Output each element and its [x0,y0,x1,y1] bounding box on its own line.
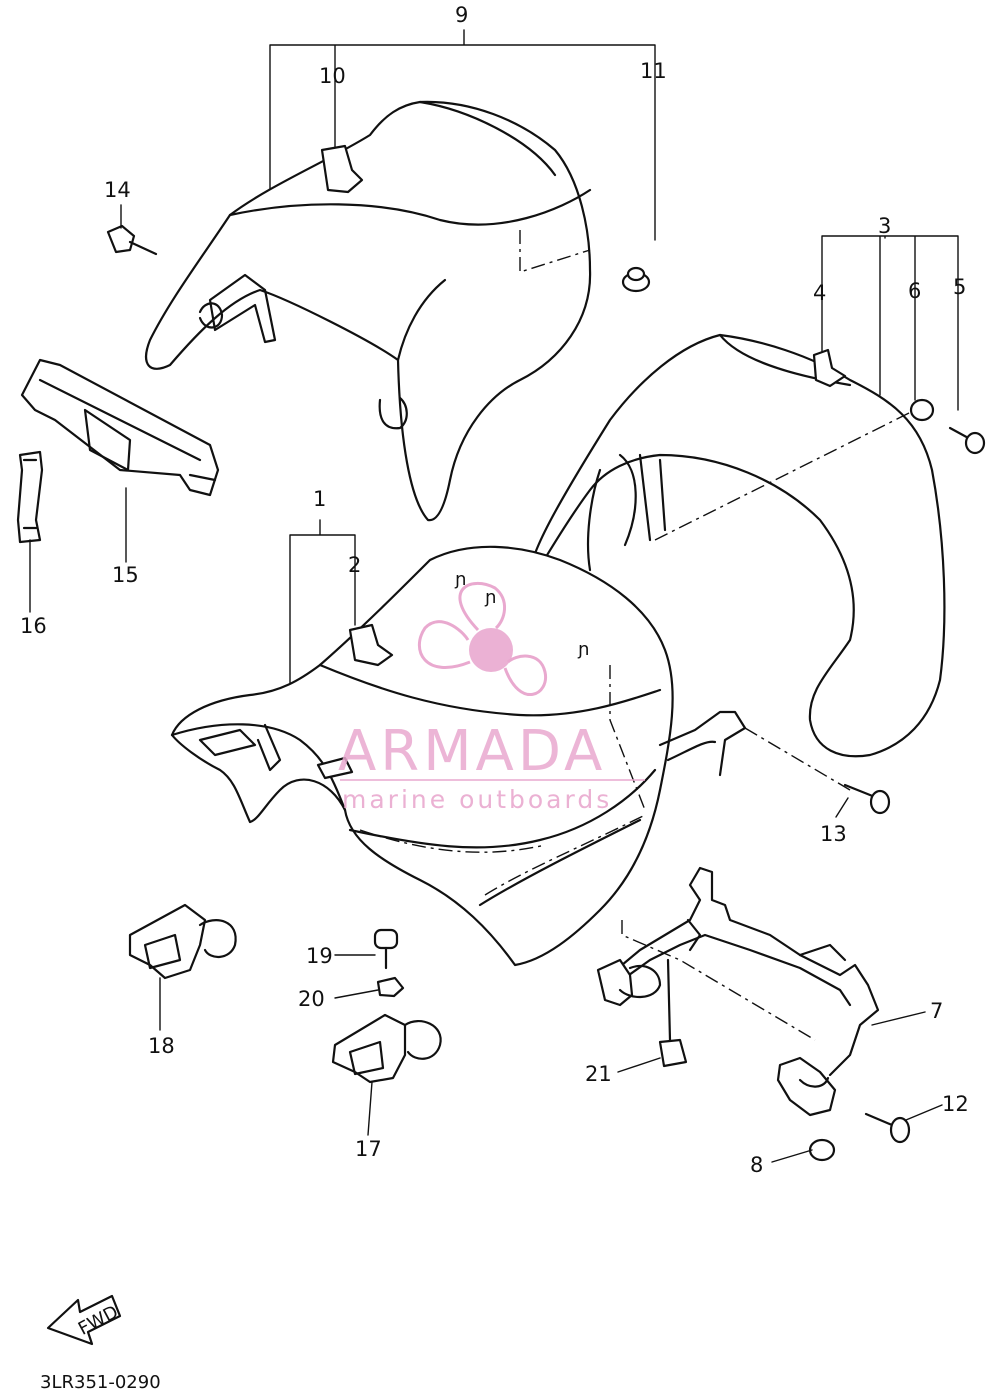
callout-21: 21 [585,1062,612,1086]
watermark-tagline: marine outboards [342,785,612,814]
seat-latch-17 [331,1013,442,1084]
seat-latch-18 [128,903,237,980]
callout-15: 15 [112,563,139,587]
callout-18: 18 [148,1034,175,1058]
callout-1: 1 [313,487,326,511]
callout-brackets [269,29,959,691]
callout-2: 2 [348,553,361,577]
hardware [106,224,986,1162]
watermark-logo: ARMADA marine outboards [338,582,645,814]
callout-3: 3 [878,214,891,238]
callout-9: 9 [455,3,468,27]
callout-7: 7 [930,999,943,1023]
main-seat: ɲ ɲ ɲ [170,545,851,967]
svg-text:ɲ: ɲ [577,639,590,660]
fwd-arrow-icon: FWD [46,1294,122,1346]
diagram-code: 3LR351-0290 [40,1372,161,1392]
rear-seat-cover [144,100,592,522]
callout-11: 11 [640,59,667,83]
leader-lines [29,204,943,1163]
callout-8: 8 [750,1153,763,1177]
callout-19: 19 [306,944,333,968]
svg-text:ɲ: ɲ [454,569,467,590]
callout-labels: 9 10 11 14 3 4 6 5 1 2 15 16 13 19 20 7 … [20,3,969,1177]
seat-frame-bracket [596,866,880,1117]
rubber-strap [16,450,44,544]
seat-plate [20,358,220,497]
callout-13: 13 [820,822,847,846]
callout-20: 20 [298,987,325,1011]
callout-4: 4 [813,281,826,305]
svg-text:ɲ: ɲ [484,587,497,608]
callout-10: 10 [319,64,346,88]
callout-12: 12 [942,1092,969,1116]
callout-5: 5 [953,275,966,299]
callout-17: 17 [355,1137,382,1161]
watermark-brand: ARMADA [338,719,606,784]
callout-16: 16 [20,614,47,638]
side-seat-cushion [528,333,946,758]
callout-14: 14 [104,178,131,202]
callout-6: 6 [908,279,921,303]
